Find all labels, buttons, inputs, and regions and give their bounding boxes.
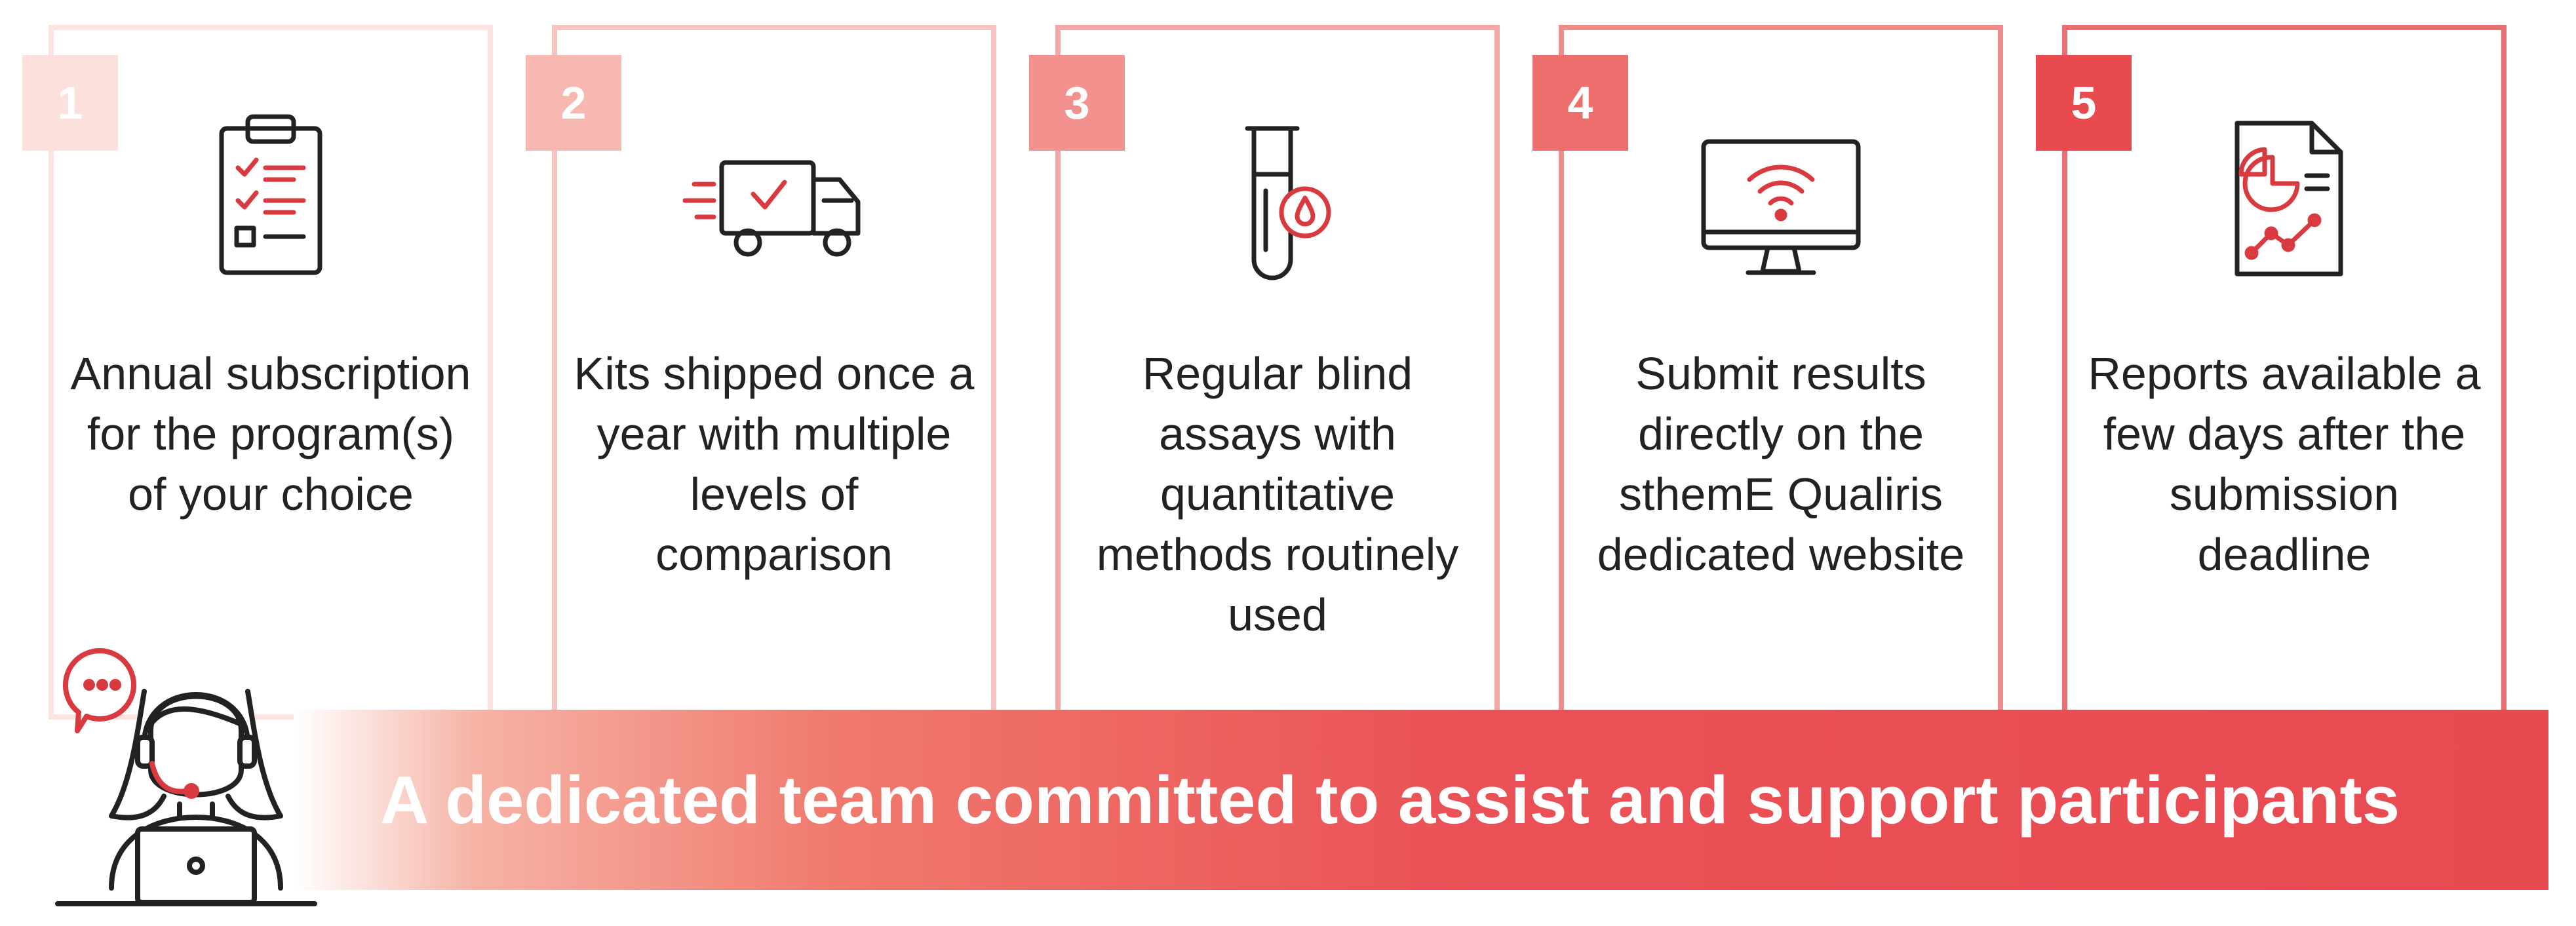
step-number-badge: 1	[22, 55, 118, 151]
step-number-badge: 3	[1029, 55, 1125, 151]
step-card-3: 3 Regular blind assays with quantitative…	[1029, 25, 1500, 720]
clipboard-checklist-icon	[172, 102, 369, 299]
step-number-badge: 2	[526, 55, 621, 151]
step-description: Submit results directly on the sthemE Qu…	[1597, 348, 1965, 580]
support-banner-text: A dedicated team committed to assist and…	[380, 762, 2400, 838]
blood-test-tube-icon	[1179, 102, 1376, 299]
step-number-badge: 4	[1532, 55, 1628, 151]
step-description: Kits shipped once a year with multiple l…	[574, 348, 975, 580]
step-card-4: 4 Submit results directly on the sthemE …	[1532, 25, 2003, 720]
delivery-truck-icon	[676, 102, 872, 299]
step-description: Regular blind assays with quantitative m…	[1096, 348, 1459, 640]
step-card-5: 5 Reports available a few days after the…	[2036, 25, 2507, 720]
support-agent-icon	[39, 639, 328, 914]
step-description: Reports available a few days after the s…	[2088, 348, 2481, 580]
wifi-monitor-icon	[1683, 102, 1879, 299]
step-card-2: 2 Kits shipped once a year with multiple…	[526, 25, 996, 720]
report-chart-icon	[2186, 102, 2383, 299]
step-number-badge: 5	[2036, 55, 2132, 151]
support-banner	[294, 710, 2548, 890]
step-description: Annual subscription for the program(s) o…	[70, 348, 471, 520]
step-card-1: 1 Annual subscription for the program(s)…	[22, 25, 493, 720]
